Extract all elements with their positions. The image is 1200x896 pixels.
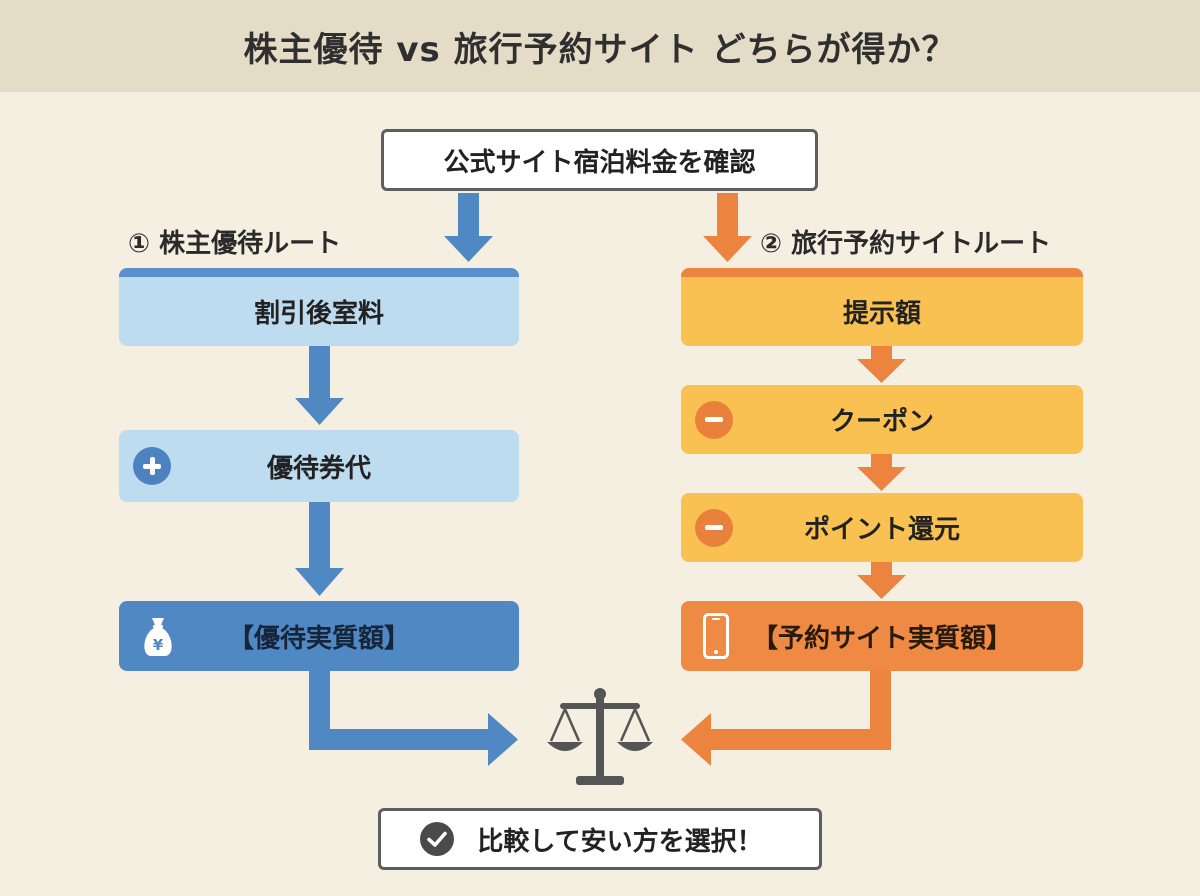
arrow-route2-step3 xyxy=(857,562,906,599)
route2-result: 【予約サイト実質額】 xyxy=(681,601,1083,671)
route2-step-point-return: ポイント還元 xyxy=(681,493,1083,562)
arrow-route2-to-scale xyxy=(681,670,891,766)
route2-step-listed-price: 提示額 xyxy=(681,268,1083,346)
money-bag-yen-icon: ¥ xyxy=(144,618,172,656)
arrow-route2-step1 xyxy=(857,346,906,383)
arrow-start-to-route1 xyxy=(444,193,493,262)
route1-step-label: 優待券代 xyxy=(266,453,371,484)
header-bar: 株主優待 vs 旅行予約サイト どちらが得か？ xyxy=(0,0,1200,92)
route2-step-label: 提示額 xyxy=(842,299,921,329)
arrow-route1-to-scale xyxy=(309,670,518,766)
minus-circle-icon xyxy=(695,400,733,439)
smartphone-icon xyxy=(703,613,729,659)
arrow-start-to-route2 xyxy=(703,193,752,262)
route1-step-discounted-room: 割引後室料 xyxy=(119,268,519,346)
route2-step-label: ポイント還元 xyxy=(803,515,960,545)
plus-circle-icon xyxy=(133,447,171,485)
balance-scale-icon xyxy=(547,688,653,785)
route2-result-label: 【予約サイト実質額】 xyxy=(751,623,1012,654)
svg-text:¥: ¥ xyxy=(153,636,164,654)
arrow-route1-step2 xyxy=(295,502,344,596)
route1-heading: ① 株主優待ルート xyxy=(128,229,342,259)
route2-step-label: クーポン xyxy=(829,407,934,437)
route2-heading: ② 旅行予約サイトルート xyxy=(760,229,1052,259)
arrow-route1-step1 xyxy=(295,346,344,425)
minus-circle-icon xyxy=(695,508,733,547)
route2-step-coupon: クーポン xyxy=(681,385,1083,454)
route1-result: ¥ 【優待実質額】 xyxy=(119,601,519,671)
start-label: 公式サイト宿泊料金を確認 xyxy=(443,147,756,178)
route1-step-label: 割引後室料 xyxy=(253,299,384,329)
conclusion-label: 比較して安い方を選択！ xyxy=(477,826,763,857)
start-box: 公式サイト宿泊料金を確認 xyxy=(381,129,818,191)
arrow-route2-step2 xyxy=(857,454,906,491)
conclusion-box: 比較して安い方を選択！ xyxy=(378,808,822,870)
page-title: 株主優待 vs 旅行予約サイト どちらが得か？ xyxy=(243,29,957,70)
route1-step-voucher-cost: 優待券代 xyxy=(119,430,519,502)
route1-result-label: 【優待実質額】 xyxy=(227,623,410,654)
check-circle-icon xyxy=(420,822,454,856)
